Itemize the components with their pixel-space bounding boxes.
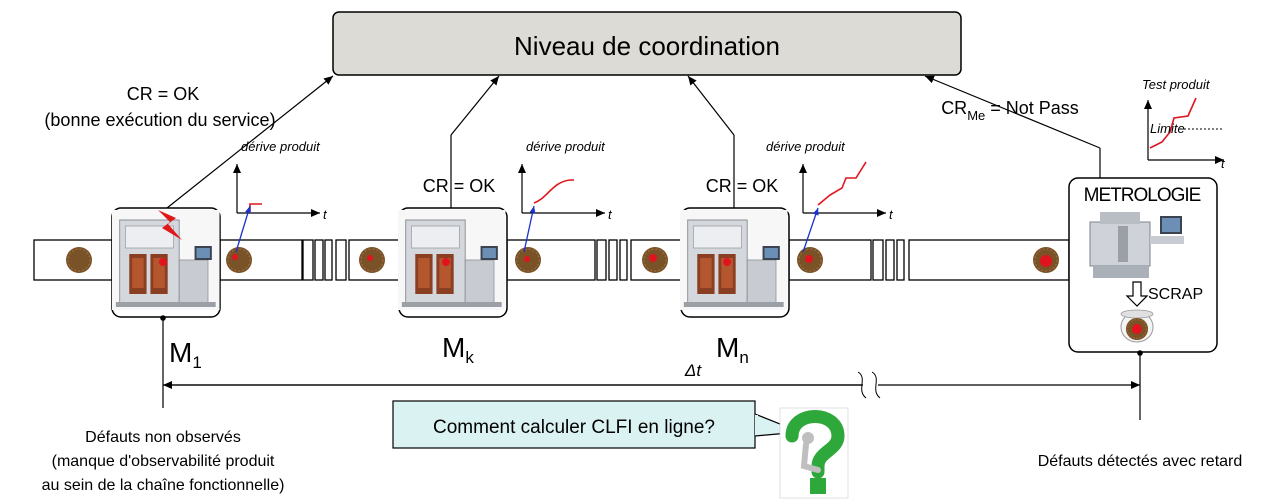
cr-arrows <box>166 75 1101 209</box>
drift-graph-m1 <box>233 164 320 253</box>
left-note-line-2: (manque d'observabilité produit <box>52 453 275 470</box>
test-graph-limit-label: Limite <box>1150 121 1185 136</box>
mn-label: Mn <box>716 332 749 367</box>
test-graph-metrology <box>1144 97 1224 164</box>
test-graph-axis-label: t <box>1221 156 1226 171</box>
delta-t-label: Δt <box>684 361 702 380</box>
m1-graph-axis-label: t <box>323 207 328 222</box>
drift-graph-mk <box>518 164 605 253</box>
wafer-icons <box>65 246 1060 274</box>
conveyor <box>33 239 1070 281</box>
left-note-line-1: Défauts non observés <box>85 429 241 446</box>
scrap-label: SCRAP <box>1148 286 1203 303</box>
machine-m1-art <box>111 209 221 311</box>
mn-graph-axis-label: t <box>889 207 894 222</box>
m1-graph-title: dérive produit <box>241 139 321 154</box>
coordination-title: Niveau de coordination <box>514 31 780 61</box>
mk-graph-axis-label: t <box>608 207 613 222</box>
question-text: Comment calculer CLFI en ligne? <box>433 417 715 438</box>
m1-cr-label: CR = OK <box>127 84 200 104</box>
mk-label: Mk <box>442 332 474 367</box>
mk-cr-label: CR = OK <box>423 176 496 196</box>
machine-mn <box>679 207 790 318</box>
m1-cr-note: (bonne exécution du service) <box>44 110 275 130</box>
left-note-line-3: au sein de la chaîne fonctionnelle) <box>42 477 285 494</box>
metrology-cr-label: CRMe = Not Pass <box>941 98 1079 123</box>
coordination-box <box>332 11 962 76</box>
mk-graph-title: dérive produit <box>526 139 606 154</box>
question-mark-icon <box>779 407 849 499</box>
mn-cr-label: CR = OK <box>706 176 779 196</box>
metrology-title: METROLOGIE <box>1084 185 1201 206</box>
metrology-station <box>1068 177 1218 353</box>
test-graph-title: Test produit <box>1142 77 1211 92</box>
right-note: Défauts détectés avec retard <box>1038 453 1243 470</box>
machine-mk <box>397 207 508 318</box>
delay-timeline <box>160 315 1143 420</box>
scrap-arrow-icon <box>1125 281 1149 307</box>
mn-graph-title: dérive produit <box>766 139 846 154</box>
drift-graph-mn <box>799 161 886 253</box>
m1-label: M1 <box>169 337 202 372</box>
